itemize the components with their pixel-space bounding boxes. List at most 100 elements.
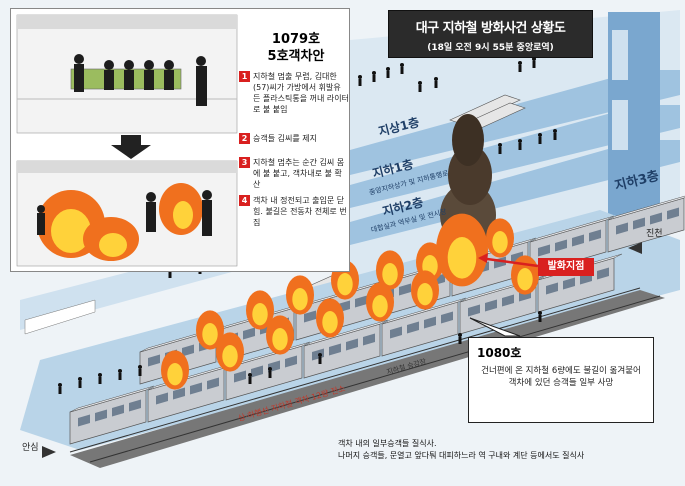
fire-inset bbox=[37, 183, 203, 261]
person-body bbox=[418, 85, 422, 92]
step-text: 지하철 멈추는 순간 김씨 몸에 불 붙고, 객차내로 불 확산 bbox=[253, 158, 345, 189]
step-number-badge: 3 bbox=[239, 157, 250, 168]
person-body bbox=[400, 67, 404, 74]
inset-panel: 1079호 5호객차안 1 지하철 멈출 무렵, 김대한(57)씨가 가방에서 … bbox=[10, 8, 350, 272]
fire-core bbox=[372, 295, 388, 318]
person-figure bbox=[553, 129, 557, 133]
person-body bbox=[538, 315, 542, 322]
person-body bbox=[118, 373, 122, 380]
person-figure bbox=[138, 365, 142, 369]
inset-illustration bbox=[16, 14, 238, 267]
arrow-back-icon bbox=[42, 446, 56, 458]
direction-forward-label: 진천 bbox=[646, 229, 663, 239]
person-figure bbox=[318, 353, 322, 357]
inset-step-4: 4 객차 내 정전되고 출입문 닫힘. 불길은 전동차 전체로 번짐 bbox=[239, 195, 349, 228]
tower-window bbox=[612, 100, 628, 150]
sequence-arrow-icon bbox=[111, 135, 151, 159]
fire-core bbox=[222, 345, 238, 368]
diagram-subtitle: (18일 오전 9시 55분 중앙로역) bbox=[427, 43, 554, 53]
callout-body: 건너편에 온 지하철 6량에도 불길이 옮겨붙어 객차에 있던 승객들 일부 사… bbox=[481, 366, 641, 388]
fire-core bbox=[492, 231, 508, 254]
person-body bbox=[98, 377, 102, 384]
left-stair-entry bbox=[24, 299, 96, 335]
person-figure bbox=[538, 133, 542, 137]
person-body bbox=[318, 357, 322, 364]
diagram-title: 대구 지하철 방화사건 상황도 bbox=[415, 21, 566, 36]
step-text: 승객들 김씨를 제지 bbox=[253, 134, 317, 143]
person-body bbox=[358, 79, 362, 86]
passengers-bottom bbox=[37, 190, 212, 236]
origin-arrow-head bbox=[478, 253, 488, 263]
person-figure bbox=[98, 373, 102, 377]
person-figure bbox=[118, 369, 122, 373]
person-body bbox=[518, 143, 522, 150]
person-figure bbox=[58, 383, 62, 387]
passengers-top bbox=[74, 54, 207, 106]
person-body bbox=[532, 61, 536, 68]
person-figure bbox=[434, 77, 438, 81]
arrow-forward-icon bbox=[628, 242, 642, 254]
person-body bbox=[553, 133, 557, 140]
fire-group bbox=[161, 213, 539, 390]
direction-back-label: 안심 bbox=[22, 443, 39, 453]
person-body bbox=[434, 81, 438, 88]
footer-note: 객차 내의 일부승객들 질식사. 나머지 승객들, 문열고 앞다퉈 대피하느라 … bbox=[338, 438, 648, 462]
fire-core bbox=[252, 303, 268, 326]
person-body bbox=[538, 137, 542, 144]
person-body bbox=[58, 387, 62, 394]
person-body bbox=[78, 381, 82, 388]
fire-core bbox=[382, 263, 398, 286]
person-figure bbox=[372, 71, 376, 75]
person-body bbox=[268, 371, 272, 378]
callout-pointer bbox=[469, 317, 521, 337]
inset-step-1: 1 지하철 멈출 무렵, 김대한(57)씨가 가방에서 휘발유 든 플라스틱통을… bbox=[239, 71, 349, 115]
person-figure bbox=[458, 333, 462, 337]
train-car bbox=[607, 195, 685, 253]
fire-core bbox=[202, 323, 218, 346]
person-body bbox=[498, 147, 502, 154]
train-car bbox=[381, 297, 467, 357]
fire-core bbox=[272, 328, 288, 351]
person-figure bbox=[532, 57, 536, 61]
footer-line1: 객차 내의 일부승객들 질식사. bbox=[338, 439, 437, 448]
fire-core bbox=[417, 283, 433, 306]
train-1079 bbox=[69, 253, 623, 445]
person-figure bbox=[358, 75, 362, 79]
step-text: 지하철 멈출 무렵, 김대한(57)씨가 가방에서 휘발유 든 플라스틱통을 꺼… bbox=[253, 72, 349, 114]
step-number-badge: 4 bbox=[239, 195, 250, 206]
fire-core bbox=[447, 236, 477, 279]
diagram-title-box: 대구 지하철 방화사건 상황도 (18일 오전 9시 55분 중앙로역) bbox=[388, 10, 593, 58]
floor-slab-b1 bbox=[350, 105, 680, 208]
train-1080-callout: 1080호 건너편에 온 지하철 6량에도 불길이 옮겨붙어 객차에 있던 승객… bbox=[468, 337, 654, 423]
floor-slab-b2 bbox=[350, 140, 680, 245]
person-figure bbox=[518, 61, 522, 65]
footer-line2: 나머지 승객들, 문열고 앞다퉈 대피하느라 역 구내와 계단 등에서도 질식사 bbox=[338, 451, 585, 460]
inset-step-3: 3 지하철 멈추는 순간 김씨 몸에 불 붙고, 객차내로 불 확산 bbox=[239, 157, 349, 190]
fire-core bbox=[292, 288, 308, 311]
train-car bbox=[303, 319, 389, 379]
person-body bbox=[138, 369, 142, 376]
fire-core bbox=[167, 363, 183, 386]
fire-core bbox=[517, 268, 533, 291]
person-body bbox=[372, 75, 376, 82]
person-body bbox=[248, 377, 252, 384]
person-figure bbox=[78, 377, 82, 381]
inset-step-2: 2 승객들 김씨를 제지 bbox=[239, 133, 349, 144]
origin-label: 발화지점 bbox=[538, 258, 594, 276]
people-group bbox=[58, 57, 557, 394]
person-figure bbox=[498, 143, 502, 147]
fire-core bbox=[322, 311, 338, 334]
step-number-badge: 1 bbox=[239, 71, 250, 82]
person-figure bbox=[538, 311, 542, 315]
floor-slab-ground bbox=[350, 70, 680, 175]
person-figure bbox=[400, 63, 404, 67]
callout-title: 1080호 bbox=[477, 346, 522, 360]
person-figure bbox=[268, 367, 272, 371]
inset-title-line1: 1079호 bbox=[271, 32, 321, 47]
person-figure bbox=[518, 139, 522, 143]
tower-window bbox=[612, 30, 628, 80]
person-figure bbox=[386, 67, 390, 71]
step-number-badge: 2 bbox=[239, 133, 250, 144]
